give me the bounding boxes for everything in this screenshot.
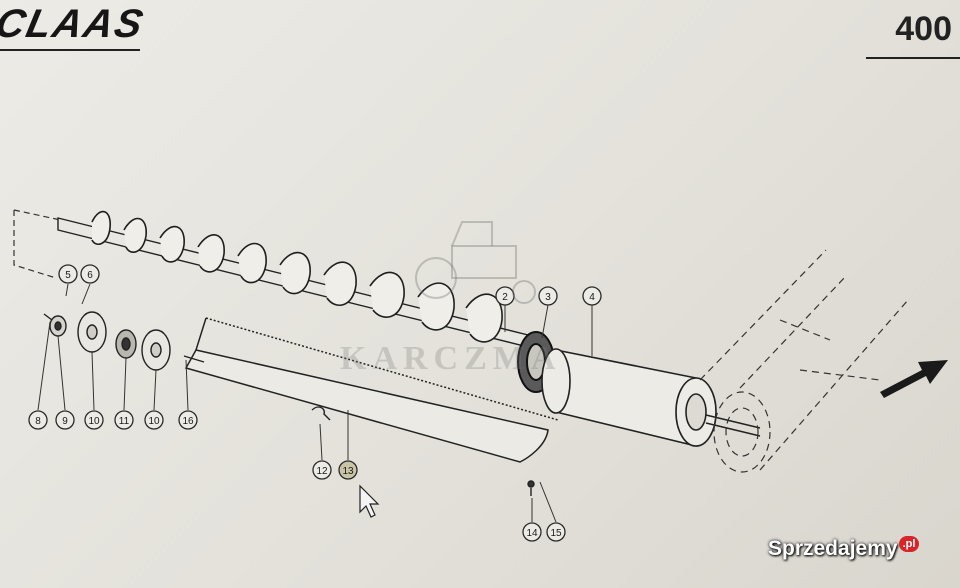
svg-text:5: 5 (65, 270, 71, 281)
callout-13: 13 (338, 460, 358, 480)
shaft-end-bracket (13, 209, 71, 279)
site-watermark: Sprzedajemy.pl (768, 536, 920, 561)
svg-text:16: 16 (182, 416, 194, 427)
callout-4: 4 (582, 286, 602, 306)
svg-text:4: 4 (589, 292, 595, 303)
callout-15: 15 (546, 522, 566, 542)
auger-trough (184, 317, 559, 463)
svg-text:14: 14 (526, 528, 538, 539)
svg-text:15: 15 (550, 528, 562, 539)
callout-9: 9 (55, 410, 75, 430)
svg-text:2: 2 (502, 292, 508, 303)
auger-flights (91, 210, 503, 343)
tractor-watermark-icon (415, 221, 536, 304)
brand-underline (0, 49, 140, 51)
mouse-cursor-icon (359, 484, 380, 518)
callout-6: 6 (80, 264, 100, 284)
watermark-text: KARCZMA (340, 340, 562, 377)
svg-text:9: 9 (62, 416, 68, 427)
site-name: Sprzedajemy (768, 537, 898, 560)
svg-text:12: 12 (316, 466, 328, 477)
site-tld-badge: .pl (898, 536, 920, 552)
svg-text:6: 6 (87, 270, 93, 281)
end-hardware (43, 311, 535, 496)
callout-5: 5 (58, 264, 78, 284)
callout-16: 16 (178, 410, 198, 430)
svg-text:8: 8 (35, 416, 41, 427)
page-number-underline (866, 57, 960, 59)
callout-14: 14 (522, 522, 542, 542)
callout-11: 11 (114, 410, 134, 430)
svg-text:3: 3 (545, 292, 551, 303)
callout-10-a: 10 (84, 410, 104, 430)
auger-tube (541, 348, 761, 448)
svg-text:10: 10 (148, 416, 160, 427)
housing-outline (699, 249, 909, 473)
callout-2: 2 (495, 286, 515, 306)
callout-3: 3 (538, 286, 558, 306)
svg-text:11: 11 (119, 416, 130, 427)
page-number: 400 (895, 10, 952, 48)
leader-lines (37, 283, 593, 523)
direction-arrow-icon (880, 360, 948, 398)
svg-text:13: 13 (342, 466, 354, 477)
callout-8: 8 (28, 410, 48, 430)
svg-text:10: 10 (88, 416, 100, 427)
callout-12: 12 (312, 460, 332, 480)
callout-10-b: 10 (144, 410, 164, 430)
